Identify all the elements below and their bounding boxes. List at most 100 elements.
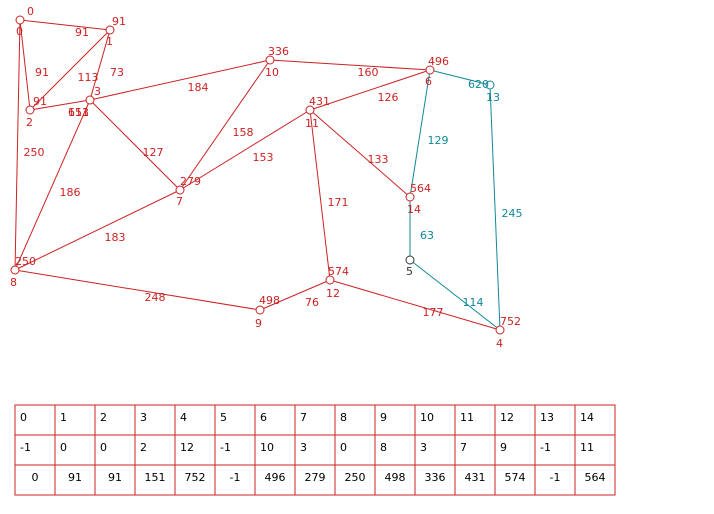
node-distance-label: 496 bbox=[428, 55, 449, 68]
table-cell: 6 bbox=[260, 411, 267, 424]
node-id-label: 11 bbox=[305, 117, 319, 130]
edge-2-3 bbox=[29, 99, 91, 111]
node-distance-label: 0 bbox=[27, 5, 34, 18]
node-circle bbox=[255, 305, 265, 315]
edge-11-12 bbox=[309, 109, 331, 281]
table-cell: 2 bbox=[140, 441, 147, 454]
table-cell: 431 bbox=[465, 471, 486, 484]
edge-1-3 bbox=[89, 29, 111, 101]
node-id-label: 10 bbox=[265, 66, 279, 79]
node-circle bbox=[405, 255, 415, 265]
node-distance-label: 336 bbox=[268, 45, 289, 58]
node-circle bbox=[10, 265, 20, 275]
table-cell: 91 bbox=[68, 471, 82, 484]
node-distance-label: 498 bbox=[259, 294, 280, 307]
table-cell: 3 bbox=[420, 441, 427, 454]
edge-13-4 bbox=[489, 84, 501, 331]
table-border bbox=[14, 404, 616, 496]
table-cell: 336 bbox=[425, 471, 446, 484]
table-cell: 0 bbox=[32, 471, 39, 484]
node-layer: 0019129131514752564967279825094981033611… bbox=[10, 5, 521, 350]
edge-weight-0-2: 91 bbox=[35, 66, 49, 79]
table-cell: 151 bbox=[145, 471, 166, 484]
edge-1-2 bbox=[29, 29, 111, 111]
node-circle bbox=[25, 105, 35, 115]
edge-10-7 bbox=[179, 59, 271, 191]
edge-weight-1-2: 113 bbox=[78, 71, 99, 84]
table-cell: 10 bbox=[420, 411, 434, 424]
node-7: 7 279 bbox=[175, 175, 201, 208]
node-extra-label: 613 bbox=[68, 106, 89, 119]
node-circle bbox=[325, 275, 335, 285]
edge-weight-3-8: 186 bbox=[60, 186, 81, 199]
node-circle bbox=[265, 55, 275, 65]
edge-6-13 bbox=[429, 69, 491, 86]
node-1: 191 bbox=[105, 15, 126, 48]
node-circle bbox=[305, 105, 315, 115]
edge-0-8 bbox=[14, 19, 21, 271]
table-cell: 3 bbox=[140, 411, 147, 424]
table-cell: 0 bbox=[20, 411, 27, 424]
table-cell: 0 bbox=[100, 441, 107, 454]
node-distance-label: 151 bbox=[68, 106, 89, 119]
edge-weight-11-12: 171 bbox=[328, 196, 349, 209]
edge-weight-10-6: 160 bbox=[358, 66, 379, 79]
edge-weight-0-1: 91 bbox=[75, 26, 89, 39]
node-circle bbox=[175, 185, 185, 195]
table-cell: -1 bbox=[230, 471, 241, 484]
node-id-label: 3 bbox=[94, 85, 101, 98]
table-cell: 496 bbox=[265, 471, 286, 484]
table-cell: 91 bbox=[108, 471, 122, 484]
table-cell: 0 bbox=[60, 441, 67, 454]
edge-weight-1-3: 73 bbox=[110, 66, 124, 79]
node-circle bbox=[405, 192, 415, 202]
edge-6-14 bbox=[409, 69, 431, 198]
edge-weight-3-10: 184 bbox=[188, 81, 209, 94]
edge-weight-14-5: 63 bbox=[420, 229, 434, 242]
edge-0-2 bbox=[19, 19, 31, 111]
edge-weight-0-8: 250 bbox=[24, 146, 45, 159]
table-cell: 0 bbox=[340, 441, 347, 454]
table-cell: 11 bbox=[580, 441, 594, 454]
node-id-label: 1 bbox=[106, 35, 113, 48]
edge-weight-6-14: 129 bbox=[428, 134, 449, 147]
node-id-label: 13 bbox=[486, 91, 500, 104]
table-cell: 4 bbox=[180, 411, 187, 424]
table-cell: 2 bbox=[100, 411, 107, 424]
edge-weight-5-4: 114 bbox=[463, 296, 484, 309]
table-cell: 7 bbox=[460, 441, 467, 454]
edge-weight-11-14: 133 bbox=[368, 153, 389, 166]
table-cell: 10 bbox=[260, 441, 274, 454]
node-circle bbox=[105, 25, 115, 35]
node-distance-label: 279 bbox=[180, 175, 201, 188]
edge-3-7 bbox=[89, 99, 181, 191]
edge-8-9 bbox=[14, 269, 261, 311]
node-5: 5 bbox=[405, 255, 415, 278]
table-cell: -1 bbox=[20, 441, 31, 454]
table-cell: 11 bbox=[460, 411, 474, 424]
table-cell: 8 bbox=[340, 411, 347, 424]
node-id-label: 9 bbox=[255, 317, 262, 330]
node-id-label: 7 bbox=[176, 195, 183, 208]
edge-weight-13-4: 245 bbox=[502, 207, 523, 220]
table-cell: 752 bbox=[185, 471, 206, 484]
edge-7-11 bbox=[179, 109, 311, 191]
node-distance-label: 250 bbox=[15, 255, 36, 268]
node-circle bbox=[15, 15, 25, 25]
node-circle bbox=[485, 80, 495, 90]
table-cell: -1 bbox=[540, 441, 551, 454]
edge-0-1 bbox=[19, 19, 111, 31]
node-id-label: 2 bbox=[26, 116, 33, 129]
edge-12-4 bbox=[329, 279, 501, 331]
table-cell: 250 bbox=[345, 471, 366, 484]
table-cell: 574 bbox=[505, 471, 526, 484]
node-distance-label: 574 bbox=[328, 265, 349, 278]
